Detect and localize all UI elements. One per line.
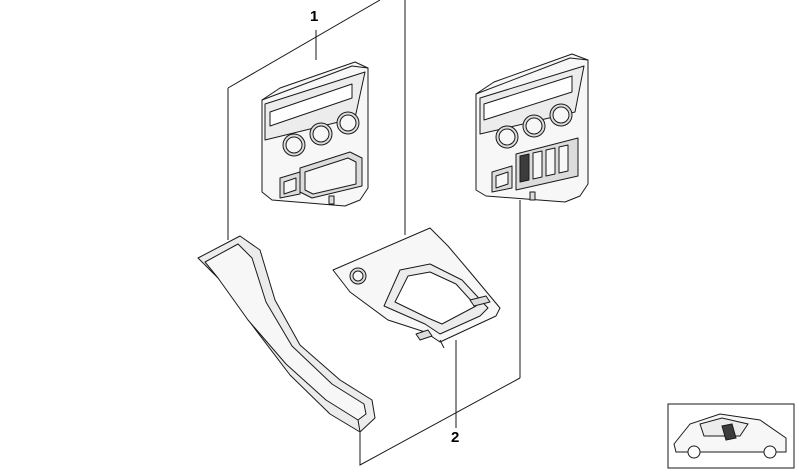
shifter-surround <box>332 227 501 349</box>
leader-lines-callout-1 <box>227 0 406 240</box>
center-console-panel-left <box>261 61 369 207</box>
callout-2: 2 <box>451 429 460 446</box>
callout-1: 1 <box>310 8 319 25</box>
side-trim-strip <box>197 235 376 433</box>
center-console-panel-right <box>475 53 589 203</box>
vehicle-thumbnail <box>667 403 795 469</box>
